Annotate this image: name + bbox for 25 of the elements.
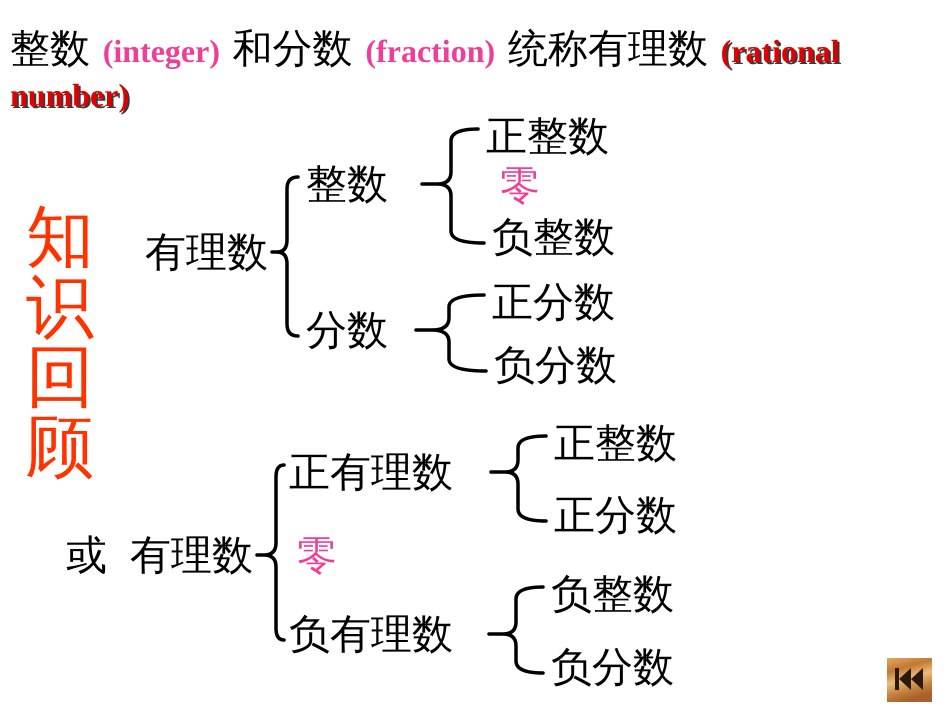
brace-connector (414, 293, 488, 373)
term-label: 正整数 (554, 422, 677, 464)
conjunction-text: 或 (66, 534, 107, 576)
term-label: 负有理数 (289, 614, 453, 654)
title: 整数 (integer) 和分数 (fraction) 统称有理数 (rational number) (10, 28, 841, 115)
term-label: 负整数 (492, 216, 615, 258)
term-label: 正整数 (486, 116, 609, 156)
term-label: 零 (297, 536, 337, 576)
term-label: 负分数 (551, 646, 674, 688)
brace-connector (255, 463, 286, 642)
term-label: 负分数 (494, 344, 617, 386)
vertical-heading: 知识回顾 (26, 203, 95, 483)
brace-connector (270, 175, 300, 338)
term-label: 负整数 (551, 574, 674, 614)
term-label: 正分数 (554, 494, 677, 536)
term-label: 整数 (306, 164, 388, 204)
brace-connector (487, 585, 545, 675)
term-label: 正分数 (492, 282, 615, 322)
brace-connector (420, 127, 486, 245)
term-label: 有理数 (145, 232, 268, 272)
brace-connector (489, 434, 548, 523)
term-label: 零 (500, 166, 540, 206)
term-label: 分数 (306, 310, 388, 350)
term-label: 有理数 (130, 534, 253, 576)
term-label: 正有理数 (289, 452, 453, 492)
